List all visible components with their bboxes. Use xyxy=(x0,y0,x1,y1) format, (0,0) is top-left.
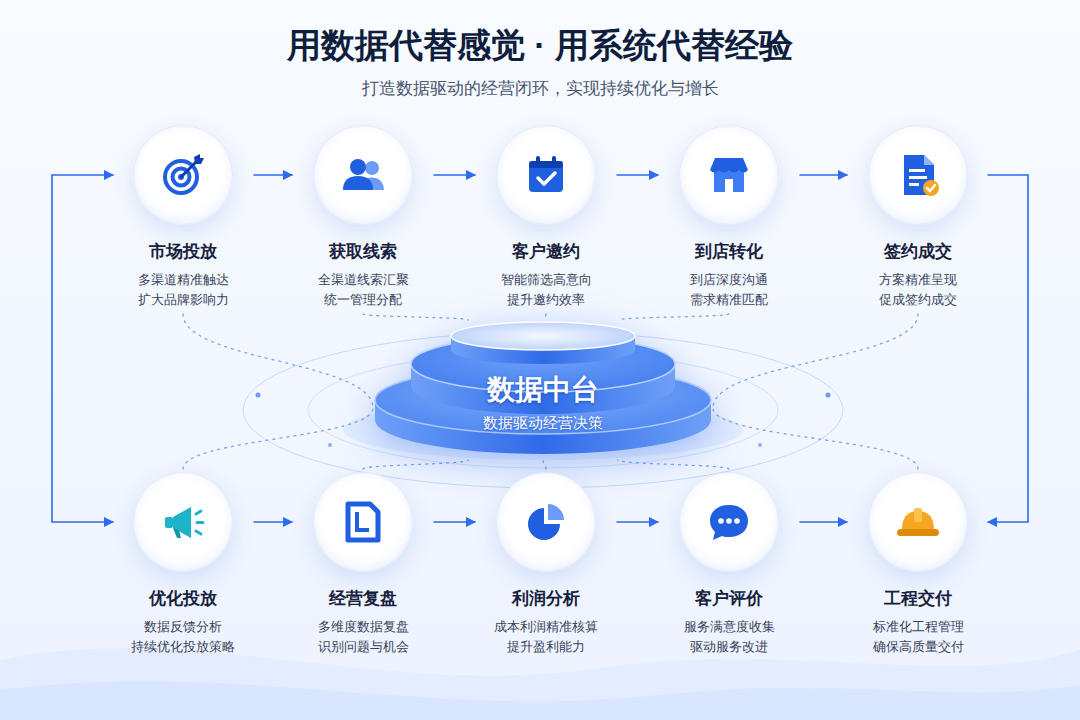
flow-arrow xyxy=(434,174,475,176)
step-title: 市场投放 xyxy=(149,240,217,264)
step-description: 智能筛选高意向 提升邀约效率 xyxy=(482,270,610,310)
ring-dot xyxy=(826,393,831,398)
step-icon xyxy=(522,498,570,546)
flow-arrow xyxy=(617,521,658,523)
icon-circle xyxy=(496,472,596,572)
icon-circle xyxy=(679,472,779,572)
data-link xyxy=(183,408,373,469)
step-icon xyxy=(159,151,207,199)
wave xyxy=(0,649,1080,720)
data-link xyxy=(543,460,546,469)
data-link xyxy=(543,314,546,320)
step-node: 到店转化到店深度沟通 需求精准匹配 xyxy=(663,125,795,310)
step-description: 方案精准呈现 促成签约成交 xyxy=(854,270,982,310)
step-node: 获取线索全渠道线索汇聚 统一管理分配 xyxy=(297,125,429,310)
flow-arrow xyxy=(800,521,847,523)
step-node: 优化投放数据反馈分析 持续优化投放策略 xyxy=(117,472,249,657)
step-description: 标准化工程管理 确保高质量交付 xyxy=(854,617,982,657)
step-icon xyxy=(339,498,387,546)
title: 用数据代替感觉 · 用系统代替经验 xyxy=(0,22,1080,68)
step-node: 利润分析成本利润精准核算 提升盈利能力 xyxy=(480,472,612,657)
icon-circle xyxy=(868,125,968,225)
step-description: 全渠道线索汇聚 统一管理分配 xyxy=(299,270,427,310)
ring xyxy=(243,332,843,488)
step-description: 数据反馈分析 持续优化投放策略 xyxy=(119,617,247,657)
icon-circle xyxy=(868,472,968,572)
icon-circle xyxy=(133,472,233,572)
flow-arrow xyxy=(52,175,113,522)
hub-subtitle: 数据驱动经营决策 xyxy=(483,412,603,434)
icon-circle xyxy=(133,125,233,225)
ring-dot xyxy=(256,393,261,398)
step-icon xyxy=(339,151,387,199)
step-node: 经营复盘多维度数据复盘 识别问题与机会 xyxy=(297,472,429,657)
step-title: 签约成交 xyxy=(884,240,952,264)
step-icon xyxy=(522,151,570,199)
step-icon xyxy=(159,498,207,546)
hub-title: 数据中台 xyxy=(487,372,599,408)
step-node: 客户邀约智能筛选高意向 提升邀约效率 xyxy=(480,125,612,310)
step-title: 经营复盘 xyxy=(329,587,397,611)
ring-dot xyxy=(758,443,762,447)
data-link xyxy=(183,314,373,408)
ring-dot xyxy=(328,443,332,447)
step-node: 工程交付标准化工程管理 确保高质量交付 xyxy=(852,472,984,657)
step-node: 签约成交方案精准呈现 促成签约成交 xyxy=(852,125,984,310)
flow-arrow xyxy=(254,521,292,523)
data-link xyxy=(363,314,468,320)
data-link xyxy=(713,408,918,469)
step-description: 到店深度沟通 需求精准匹配 xyxy=(665,270,793,310)
icon-circle xyxy=(679,125,779,225)
step-title: 客户邀约 xyxy=(512,240,580,264)
data-link xyxy=(618,460,729,469)
step-title: 到店转化 xyxy=(695,240,763,264)
step-title: 工程交付 xyxy=(884,587,952,611)
flow-arrow xyxy=(800,174,847,176)
step-title: 获取线索 xyxy=(329,240,397,264)
icon-circle xyxy=(496,125,596,225)
step-description: 多渠道精准触达 扩大品牌影响力 xyxy=(119,270,247,310)
step-title: 客户评价 xyxy=(695,587,763,611)
icon-circle xyxy=(313,472,413,572)
wave xyxy=(0,681,1080,720)
step-node: 市场投放多渠道精准触达 扩大品牌影响力 xyxy=(117,125,249,310)
step-description: 成本利润精准核算 提升盈利能力 xyxy=(482,617,610,657)
step-title: 利润分析 xyxy=(512,587,580,611)
step-icon xyxy=(894,498,942,546)
flow-arrow xyxy=(434,521,475,523)
step-description: 服务满意度收集 驱动服务改进 xyxy=(665,617,793,657)
step-title: 优化投放 xyxy=(149,587,217,611)
step-icon xyxy=(705,498,753,546)
icon-circle xyxy=(313,125,413,225)
step-description: 多维度数据复盘 识别问题与机会 xyxy=(299,617,427,657)
data-link xyxy=(363,460,468,469)
data-platform: 数据中台数据驱动经营决策 xyxy=(373,320,713,460)
step-icon xyxy=(894,151,942,199)
step-node: 客户评价服务满意度收集 驱动服务改进 xyxy=(663,472,795,657)
subtitle: 打造数据驱动的经营闭环，实现持续优化与增长 xyxy=(0,76,1080,102)
data-link xyxy=(618,314,729,320)
flow-arrow xyxy=(988,175,1028,522)
flow-arrow xyxy=(617,174,658,176)
flow-arrow xyxy=(254,174,292,176)
data-link xyxy=(713,314,918,408)
step-icon xyxy=(705,151,753,199)
